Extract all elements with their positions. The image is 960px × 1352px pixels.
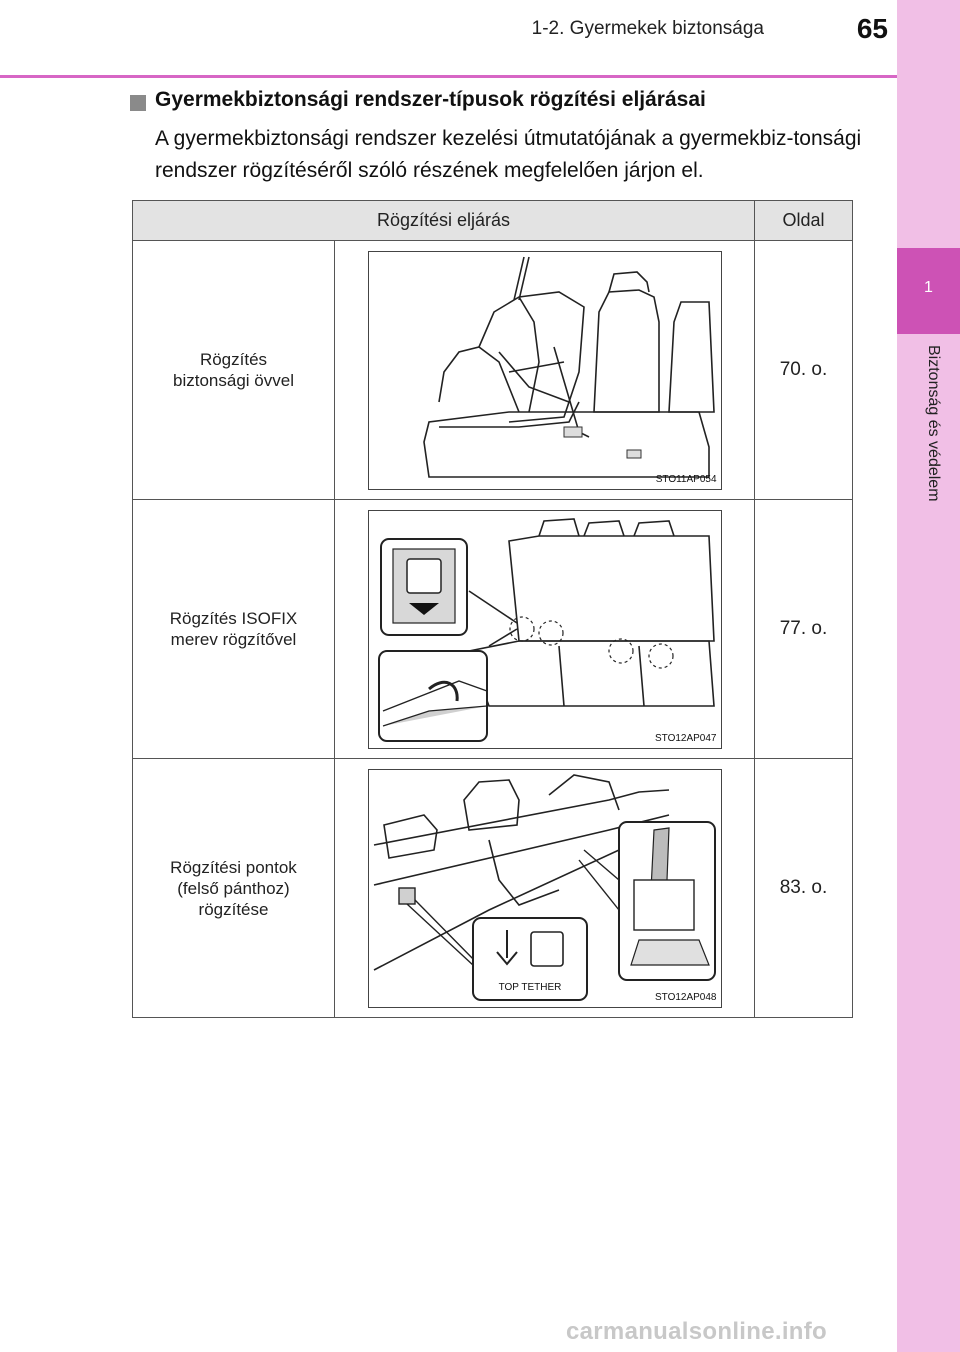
row-label: Rögzítési pontok (felső pánthoz) rögzíté… [132,758,335,1018]
isofix-illustration [377,517,715,742]
section-body: A gyermekbiztonsági rendszer kezelési út… [155,127,862,182]
table-row: Rögzítés ISOFIX merev rögzítővel [132,499,853,759]
row-page: 77. o. [754,499,853,759]
row-label: Rögzítés biztonsági övvel [132,240,335,500]
row-figure: STO11AP054 [334,240,755,500]
page-number: 65 [856,13,888,44]
table-row: Rögzítés biztonsági övvel [132,240,853,500]
page-reference: 70. o. [779,359,828,380]
figure-code: STO11AP054 [655,473,717,485]
section-title: Gyermekbiztonsági rendszer-típusok rögzí… [155,88,706,111]
top-tether-label: TOP TETHER [498,982,561,993]
running-header-section: 1-2. Gyermekek biztonsága [531,18,764,39]
top-tether-figure: TOP TETHER STO12AP048 [367,768,722,1008]
top-tether-illustration: TOP TETHER [373,773,716,1001]
table-row: Rögzítési pontok (felső pánthoz) rögzíté… [132,758,853,1018]
method-label: Rögzítés ISOFIX merev rögzítővel [169,609,298,649]
row-figure: TOP TETHER STO12AP048 [334,758,755,1018]
page-reference: 77. o. [779,618,828,639]
installation-methods-table: Rögzítési eljárás Oldal Rögzítés biztons… [132,200,853,1018]
method-label: Rögzítési pontok (felső pánthoz) rögzíté… [170,857,297,919]
seat-belt-figure: STO11AP054 [367,250,722,490]
child-seat-belt-illustration [422,256,715,478]
row-label: Rögzítés ISOFIX merev rögzítővel [132,499,335,759]
page-reference: 83. o. [779,877,828,898]
chapter-title: Biztonság és védelem [925,345,942,502]
figure-code: STO12AP047 [654,732,717,744]
table-header-row: Rögzítési eljárás Oldal [132,200,853,241]
method-label: Rögzítés biztonsági övvel [173,350,294,390]
table-header-method: Rögzítési eljárás [132,200,755,241]
header-rule [0,75,897,78]
watermark: carmanualsonline.info [566,1318,828,1345]
figure-code: STO12AP048 [654,991,717,1003]
chapter-number: 1 [897,248,960,334]
row-figure: STO12AP047 [334,499,755,759]
row-page: 83. o. [754,758,853,1018]
isofix-figure: STO12AP047 [367,509,722,749]
row-page: 70. o. [754,240,853,500]
side-tab [897,0,960,1352]
table-header-page: Oldal [754,200,853,241]
section-bullet-icon [130,95,146,111]
